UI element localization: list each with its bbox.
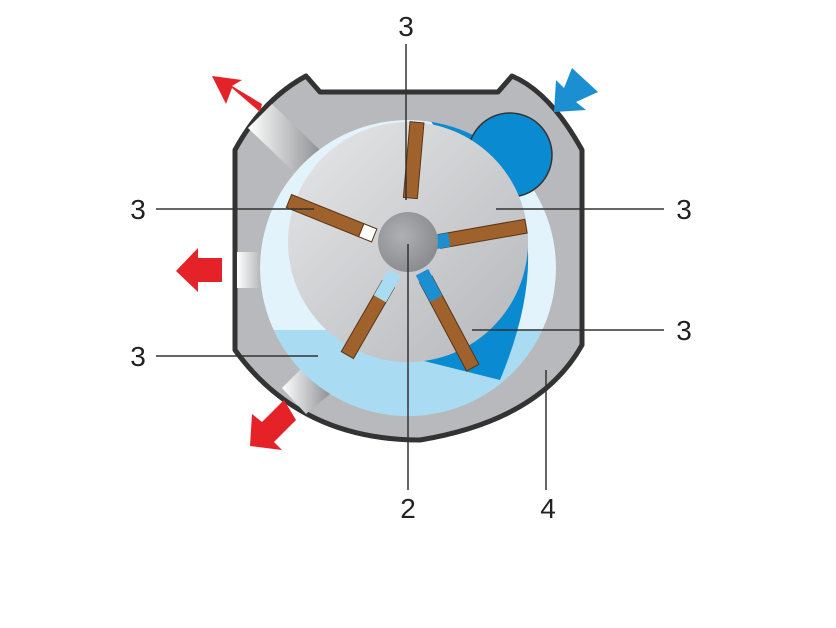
vane-lower-right bbox=[415, 268, 480, 372]
vanes bbox=[285, 121, 528, 372]
vane-upper-left bbox=[285, 193, 378, 243]
outlet-arrow-middle bbox=[176, 248, 222, 292]
label-vane-lower-right: 3 bbox=[676, 315, 692, 346]
rotor-shaft bbox=[378, 212, 438, 272]
outlet-port-lower bbox=[282, 364, 330, 414]
outlet-arrow-lower bbox=[250, 400, 296, 450]
red-arrow-icon bbox=[176, 76, 296, 450]
label-vane-lower-left: 3 bbox=[130, 341, 146, 372]
blue-arrow-icon bbox=[554, 68, 598, 112]
label-rotor-shaft: 2 bbox=[400, 493, 416, 524]
outlet-port-upper bbox=[248, 104, 320, 174]
label-vane-upper-left: 3 bbox=[130, 194, 146, 225]
label-housing: 4 bbox=[540, 493, 556, 524]
label-vane-top: 3 bbox=[398, 11, 414, 42]
outlet-arrow-upper bbox=[212, 76, 262, 112]
vane-lower-left bbox=[340, 269, 401, 360]
label-vane-upper-right: 3 bbox=[676, 194, 692, 225]
